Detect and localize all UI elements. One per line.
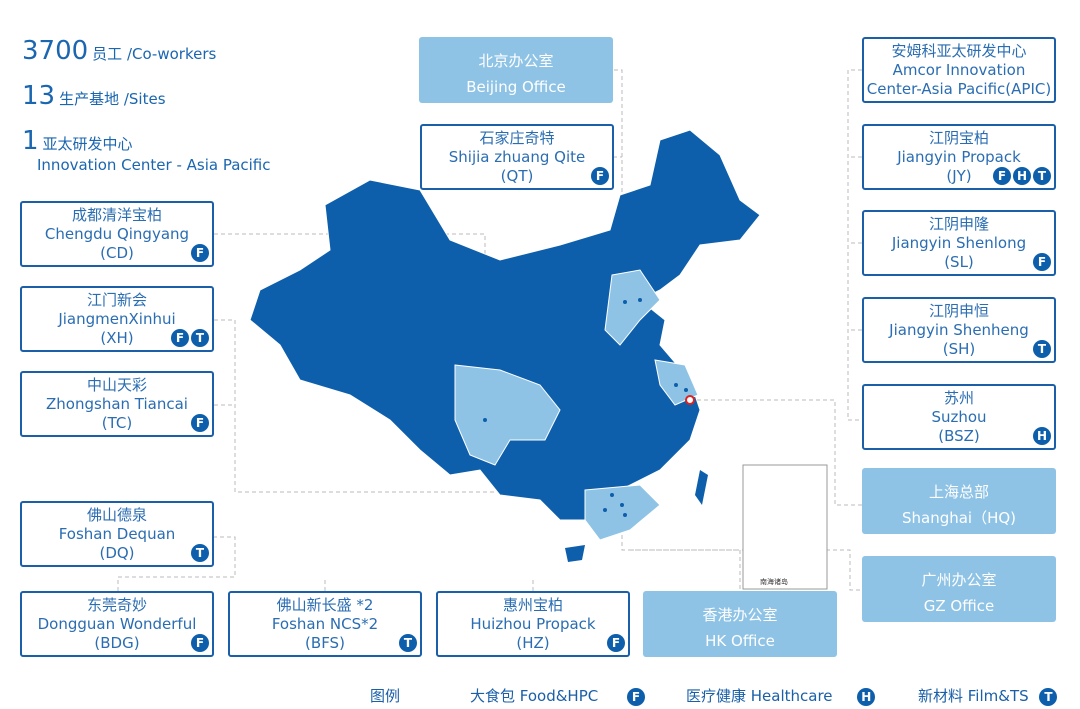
badge-icon: H	[1033, 427, 1051, 445]
map-mainland	[249, 129, 761, 521]
site-en: Foshan NCS*2	[271, 615, 379, 633]
site-code: Center-Asia Pacific(APIC)	[866, 80, 1052, 98]
map-taiwan	[695, 470, 708, 505]
site-cn: 江阴申恒	[928, 302, 989, 320]
badge-icon: T	[1033, 340, 1051, 358]
site-en: Jiangyin Propack	[897, 148, 1021, 166]
site-code: (CD)	[100, 244, 134, 262]
site-cn: 北京办公室	[478, 52, 554, 70]
site-cn: 江阴宝柏	[928, 129, 989, 147]
site-code: (BDG)	[94, 634, 140, 652]
site-code: (SL)	[944, 253, 974, 271]
site-en: HK Office	[705, 632, 775, 650]
site-cn: 佛山德泉	[86, 506, 147, 524]
map-guangdong	[584, 484, 661, 541]
site-code: (XH)	[100, 329, 134, 347]
site-cn: 安姆科亚太研发中心	[891, 42, 1027, 60]
svg-text:南海诸岛: 南海诸岛	[760, 577, 788, 586]
badge-icon: F	[1033, 253, 1051, 271]
site-en: Amcor Innovation	[892, 61, 1026, 79]
site-cn: 江门新会	[86, 291, 147, 309]
site-code: (BFS)	[305, 634, 345, 652]
badge-icon: T	[191, 544, 209, 562]
site-code: (DQ)	[99, 544, 135, 562]
badge-icon: T	[1033, 167, 1051, 185]
site-code: (BSZ)	[938, 427, 980, 445]
site-en: Foshan Dequan	[58, 525, 176, 543]
site-box: 上海总部 Shanghai（HQ)	[862, 468, 1056, 534]
legend-film: 新材料 Film&TS T	[918, 685, 1058, 706]
site-code: (HZ)	[516, 634, 550, 652]
site-code: (JY)	[946, 167, 972, 185]
badge-icon: F	[993, 167, 1011, 185]
site-cn: 东莞奇妙	[86, 596, 147, 614]
badge-icon: F	[607, 634, 625, 652]
map-sichuan	[454, 364, 561, 466]
site-cn: 中山天彩	[86, 376, 147, 394]
site-cn: 石家庄奇特	[479, 129, 555, 147]
site-code: (TC)	[101, 414, 133, 432]
legend-title: 图例	[370, 687, 401, 705]
site-cn: 广州办公室	[921, 571, 997, 589]
badge-icon: F	[191, 634, 209, 652]
map-hebei	[604, 269, 661, 346]
site-cn: 佛山新长盛 *2	[276, 596, 374, 614]
badge-icon: F	[191, 414, 209, 432]
site-cn: 上海总部	[928, 483, 989, 501]
south-sea-inset	[742, 464, 828, 590]
site-en: Shanghai（HQ)	[901, 509, 1017, 527]
badge-icon: F	[591, 167, 609, 185]
site-en: Dongguan Wonderful	[37, 615, 197, 633]
badge-icon: F	[171, 329, 189, 347]
map-hainan	[565, 545, 585, 562]
site-cn: 江阴申隆	[928, 215, 989, 233]
site-en: Suzhou	[931, 408, 987, 426]
badge-icon: T	[399, 634, 417, 652]
site-cn: 惠州宝柏	[502, 596, 563, 614]
legend-food: 大食包 Food&HPC F	[470, 685, 646, 706]
site-cn: 香港办公室	[702, 606, 778, 624]
site-box: 北京办公室 Beijing Office	[419, 37, 613, 103]
site-en: Beijing Office	[466, 78, 566, 96]
badge-icon: H	[1013, 167, 1031, 185]
healthcare-badge-icon: H	[857, 688, 876, 706]
site-code: (SH)	[942, 340, 976, 358]
site-code: (QT)	[500, 167, 534, 185]
legend-healthcare: 医疗健康 Healthcare H	[686, 685, 876, 706]
site-en: Chengdu Qingyang	[44, 225, 190, 243]
site-cn: 成都清洋宝柏	[71, 206, 162, 224]
site-en: Huizhou Propack	[470, 615, 596, 633]
badge-icon: T	[191, 329, 209, 347]
site-en: JiangmenXinhui	[58, 310, 176, 328]
site-box: 香港办公室 HK Office	[643, 591, 837, 657]
site-cn: 苏州	[943, 389, 974, 407]
site-en: Shijia zhuang Qite	[448, 148, 586, 166]
site-en: Jiangyin Shenlong	[891, 234, 1027, 252]
site-box: 广州办公室 GZ Office	[862, 556, 1056, 622]
site-en: Zhongshan Tiancai	[46, 395, 188, 413]
food-badge-icon: F	[627, 688, 646, 706]
site-en: GZ Office	[923, 597, 995, 615]
site-en: Jiangyin Shenheng	[889, 321, 1029, 339]
badge-icon: F	[191, 244, 209, 262]
film-badge-icon: T	[1039, 688, 1058, 706]
